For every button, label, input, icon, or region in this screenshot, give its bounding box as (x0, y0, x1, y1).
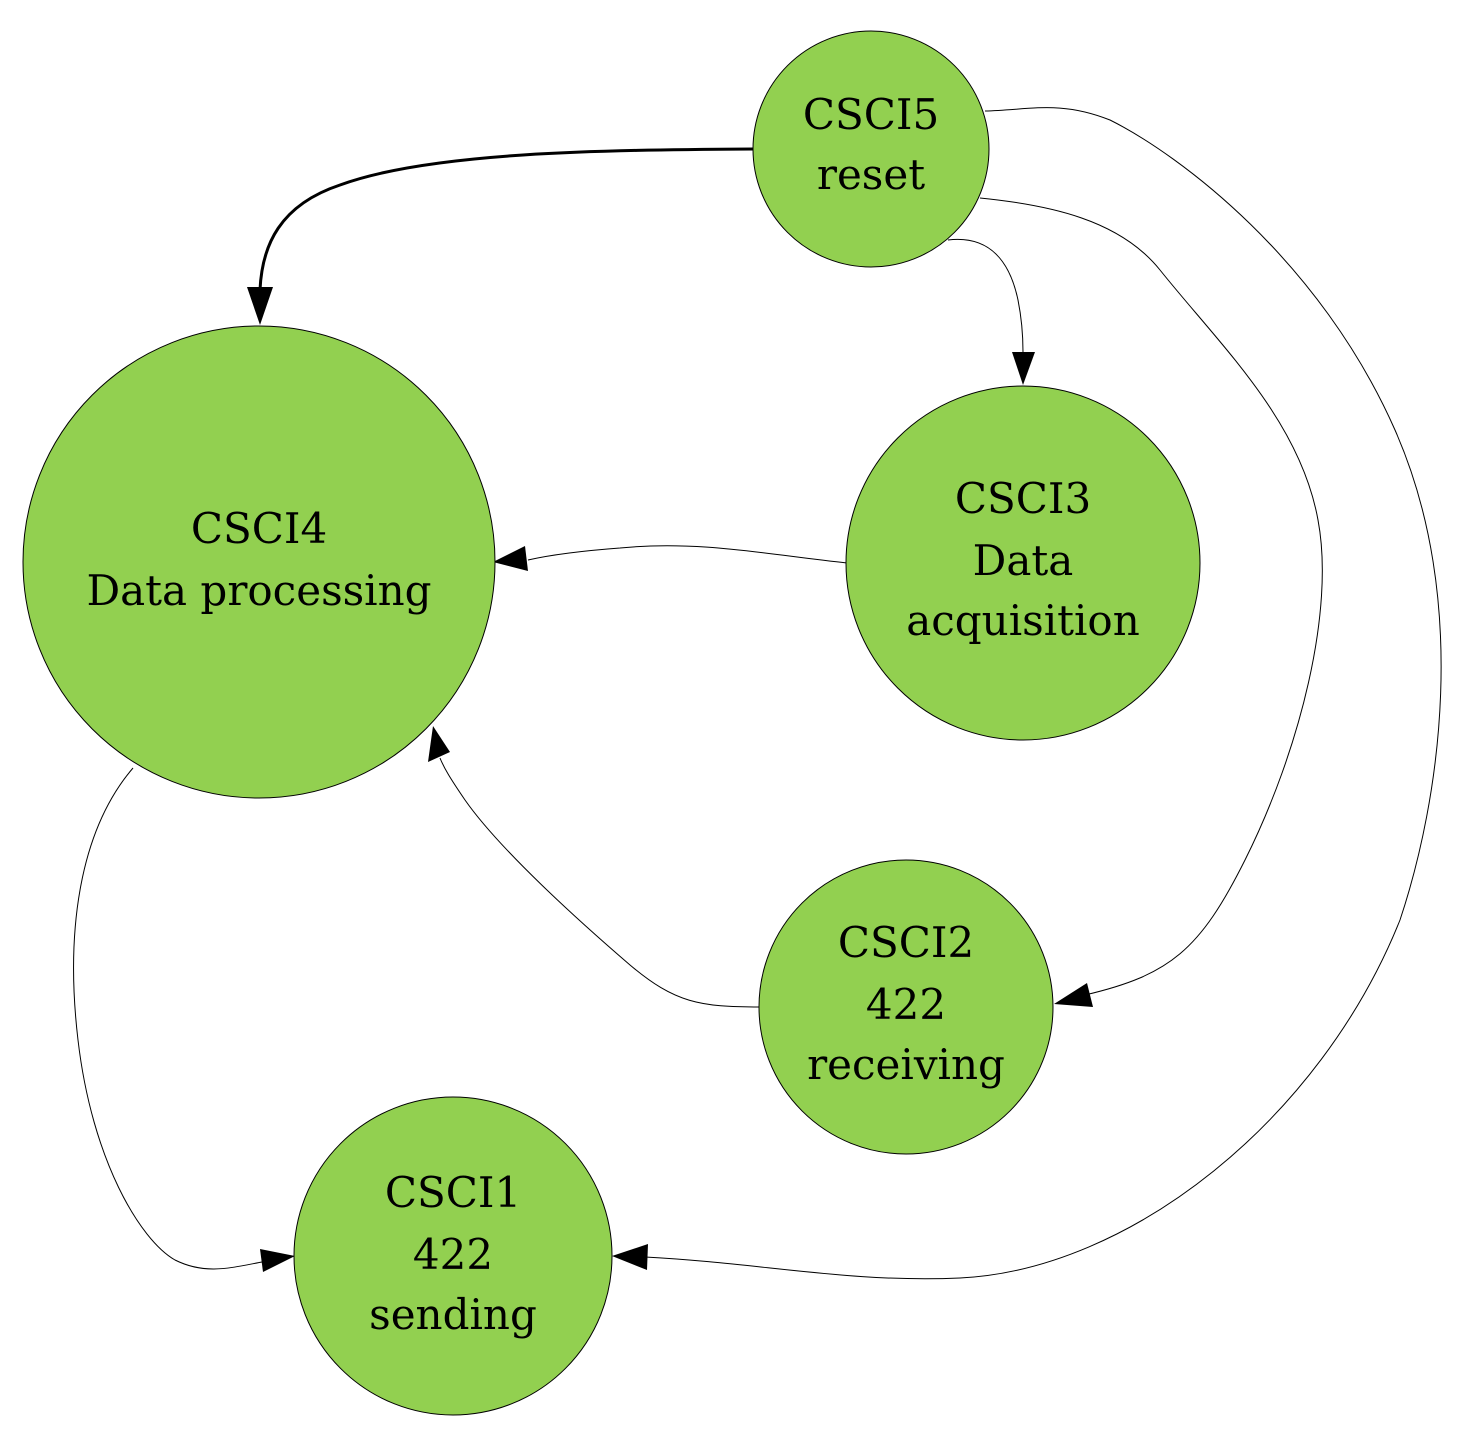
arrowhead-csci1-left (260, 1249, 295, 1272)
arrowhead-csci4-top (247, 287, 273, 325)
arrowhead-csci4-right (493, 546, 528, 571)
node-csci1-label-line3: sending (369, 1290, 537, 1339)
node-csci1: CSCI1 422 sending (293, 1096, 613, 1416)
node-csci2-circle (758, 859, 1054, 1155)
node-csci4: CSCI4 Data processing (22, 325, 496, 799)
edge-csci5-to-csci4 (258, 147, 755, 291)
edge-csci4-to-csci1 (73, 767, 263, 1270)
node-csci4-label-line1: CSCI4 (191, 504, 327, 553)
node-csci3-label-line2: Data (973, 536, 1074, 585)
edges (73, 107, 1442, 1280)
edge-csci5-to-csci3 (947, 238, 1024, 353)
arrowhead-csci2-right (1054, 983, 1093, 1007)
arrowhead-csci3-top (1012, 352, 1035, 385)
node-csci3-label-line1: CSCI3 (955, 474, 1091, 523)
node-csci3-label-line3: acquisition (906, 596, 1140, 645)
node-csci5-circle (752, 30, 990, 268)
node-csci5-label-line2: reset (817, 150, 925, 199)
arrowhead-csci1-right (612, 1244, 648, 1270)
node-csci4-circle (22, 325, 496, 799)
edge-csci3-to-csci4 (527, 545, 848, 564)
node-csci5-label-line1: CSCI5 (803, 90, 939, 139)
node-csci2-label-line3: receiving (807, 1040, 1005, 1089)
node-csci3: CSCI3 Data acquisition (845, 385, 1201, 741)
edge-csci5-to-csci2 (979, 197, 1323, 996)
node-csci5: CSCI5 reset (752, 30, 990, 268)
node-csci2: CSCI2 422 receiving (758, 859, 1054, 1155)
edge-csci5-to-csci1 (644, 107, 1442, 1280)
edge-csci2-to-csci4 (439, 757, 761, 1008)
node-csci1-circle (293, 1096, 613, 1416)
node-csci3-circle (845, 385, 1201, 741)
arrowhead-csci4-bottom (428, 726, 450, 762)
node-csci1-label-line1: CSCI1 (385, 1168, 521, 1217)
node-csci2-label-line1: CSCI2 (838, 918, 974, 967)
node-csci2-label-line2: 422 (866, 980, 946, 1029)
node-csci4-label-line2: Data processing (86, 566, 431, 615)
node-csci1-label-line2: 422 (413, 1230, 493, 1279)
